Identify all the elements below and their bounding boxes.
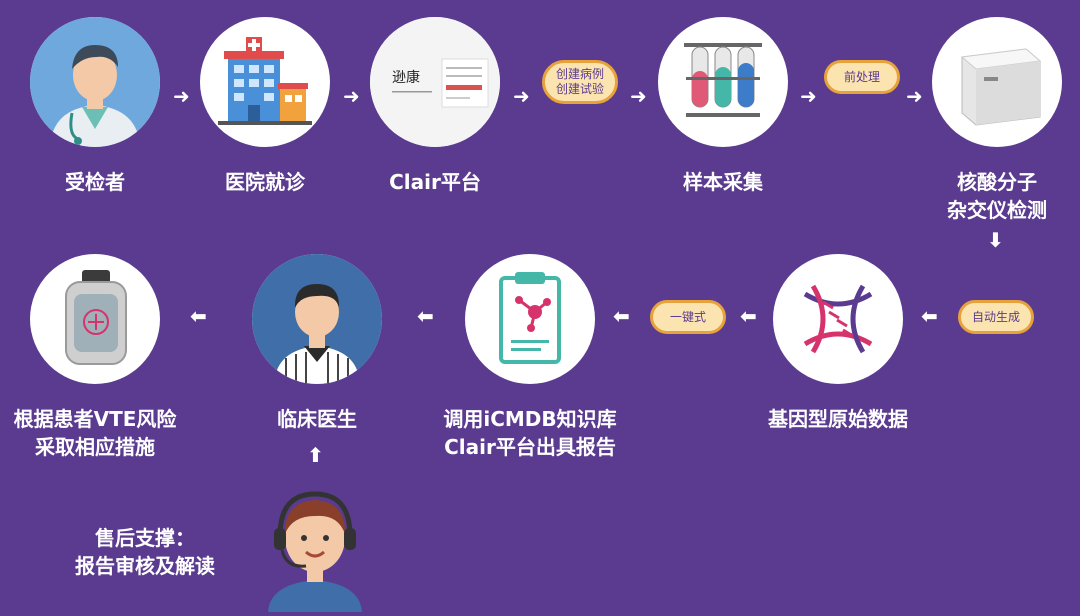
measure-circle: [30, 254, 160, 384]
support-label: 售后支撑： 报告审核及解读: [60, 524, 230, 580]
hospital-icon: [218, 37, 312, 125]
clinician-circle: [252, 254, 382, 384]
support-label-line2: 报告审核及解读: [75, 554, 215, 578]
one-key-text: 一键式: [669, 309, 706, 324]
arrow-right-icon: ➜: [513, 84, 530, 108]
hybrid-label-line1: 核酸分子: [957, 170, 1037, 194]
one-key-pill: 一键式: [650, 300, 726, 334]
instrument-icon: [960, 48, 1042, 126]
report-label-line2: Clair平台出具报告: [444, 435, 616, 459]
report-circle: [465, 254, 595, 384]
report-label: 调用iCMDB知识库 Clair平台出具报告: [420, 405, 640, 461]
test-tubes-icon: [684, 43, 762, 117]
auto-generate-pill: 自动生成: [958, 300, 1034, 334]
clinician-label: 临床医生: [277, 407, 357, 431]
patient-circle: [30, 17, 160, 147]
arrow-right-icon: ➜: [800, 84, 817, 108]
dna-icon: [803, 284, 873, 354]
support-label-line1: 售后支撑：: [95, 526, 195, 550]
headset-agent-icon: [268, 491, 362, 612]
hospital-circle: [200, 17, 330, 147]
clair-label: Clair平台: [389, 170, 481, 194]
device-icon: [65, 270, 127, 365]
arrow-right-icon: ➜: [630, 84, 647, 108]
measure-label-line1: 根据患者VTE风险: [13, 407, 177, 431]
clair-circle: 逊康: [370, 17, 500, 147]
support-agent: [260, 480, 370, 612]
measure-label: 根据患者VTE风险 采取相应措施: [0, 405, 190, 461]
raw-data-label: 基因型原始数据: [768, 407, 908, 431]
preprocess-text: 前处理: [843, 69, 880, 84]
raw-data-circle: [773, 254, 903, 384]
arrow-left-icon: ⬅: [190, 304, 207, 328]
hybrid-circle: [932, 17, 1062, 147]
clinician-icon: [252, 254, 382, 384]
report-label-line1: 调用iCMDB知识库: [443, 407, 617, 431]
clair-logo: 逊康: [392, 70, 420, 86]
arrow-left-icon: ⬅: [740, 304, 757, 328]
arrow-up-icon: ⬆: [307, 443, 324, 467]
auto-generate-text: 自动生成: [971, 309, 1020, 324]
hospital-label: 医院就诊: [225, 170, 305, 194]
create-trial-text: 创建试验: [555, 82, 604, 96]
clair-screen-icon: [370, 17, 500, 147]
patient-label: 受检者: [65, 170, 125, 194]
arrow-down-icon: ⬇: [987, 228, 1004, 252]
create-case-pill: 创建病例 创建试验: [542, 60, 618, 104]
arrow-right-icon: ➜: [173, 84, 190, 108]
preprocess-pill: 前处理: [824, 60, 900, 94]
arrow-right-icon: ➜: [906, 84, 923, 108]
arrow-left-icon: ⬅: [921, 304, 938, 328]
patient-icon: [30, 17, 160, 147]
hybrid-label: 核酸分子 杂交仪检测: [912, 168, 1080, 224]
arrow-right-icon: ➜: [343, 84, 360, 108]
arrow-left-icon: ⬅: [613, 304, 630, 328]
clipboard-icon: [499, 272, 561, 364]
measure-label-line2: 采取相应措施: [35, 435, 155, 459]
arrow-left-icon: ⬅: [417, 304, 434, 328]
sample-label: 样本采集: [683, 170, 763, 194]
sample-circle: [658, 17, 788, 147]
create-case-text: 创建病例: [555, 67, 604, 81]
hybrid-label-line2: 杂交仪检测: [947, 198, 1047, 222]
